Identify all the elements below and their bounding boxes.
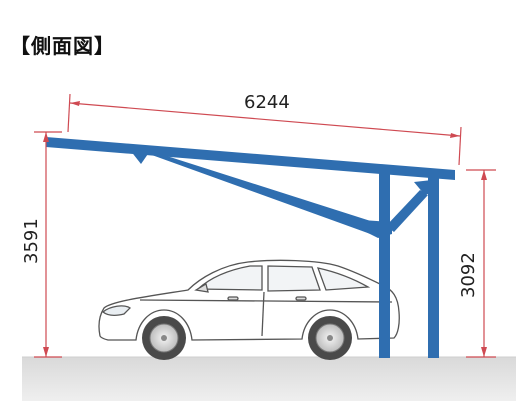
car-door-handle-front [227, 296, 239, 301]
roof-beam [46, 137, 455, 180]
car-window-middle [267, 265, 321, 292]
car-mirror [194, 282, 209, 293]
car-window-front [196, 265, 263, 291]
car [98, 259, 400, 341]
rear-post [428, 177, 439, 358]
front-post [379, 173, 390, 358]
dimension-rear-height [466, 169, 496, 358]
rear-wheel [308, 316, 352, 360]
car-headlight [101, 305, 132, 316]
diagonal-brace-main [138, 150, 380, 236]
rear-post-bracket [414, 180, 432, 194]
dimension-lines [34, 93, 496, 358]
diagonal-brace-short [386, 190, 428, 232]
carport-structure [46, 137, 455, 358]
car-belt-line [139, 299, 393, 303]
dimension-front-height [34, 131, 62, 358]
rear-height-label: 3092 [458, 252, 479, 298]
page-title: 【側面図】 [10, 34, 115, 58]
car-window-rear [316, 267, 371, 291]
front-height-label: 3591 [21, 218, 42, 264]
ground [22, 357, 516, 401]
brace-bracket-front [130, 150, 150, 164]
dimension-roof-length [67, 93, 462, 166]
roof-length-label: 6244 [244, 92, 290, 113]
car-door-handle-rear [295, 296, 307, 301]
car-door-line [261, 291, 265, 337]
front-wheel [142, 316, 186, 360]
